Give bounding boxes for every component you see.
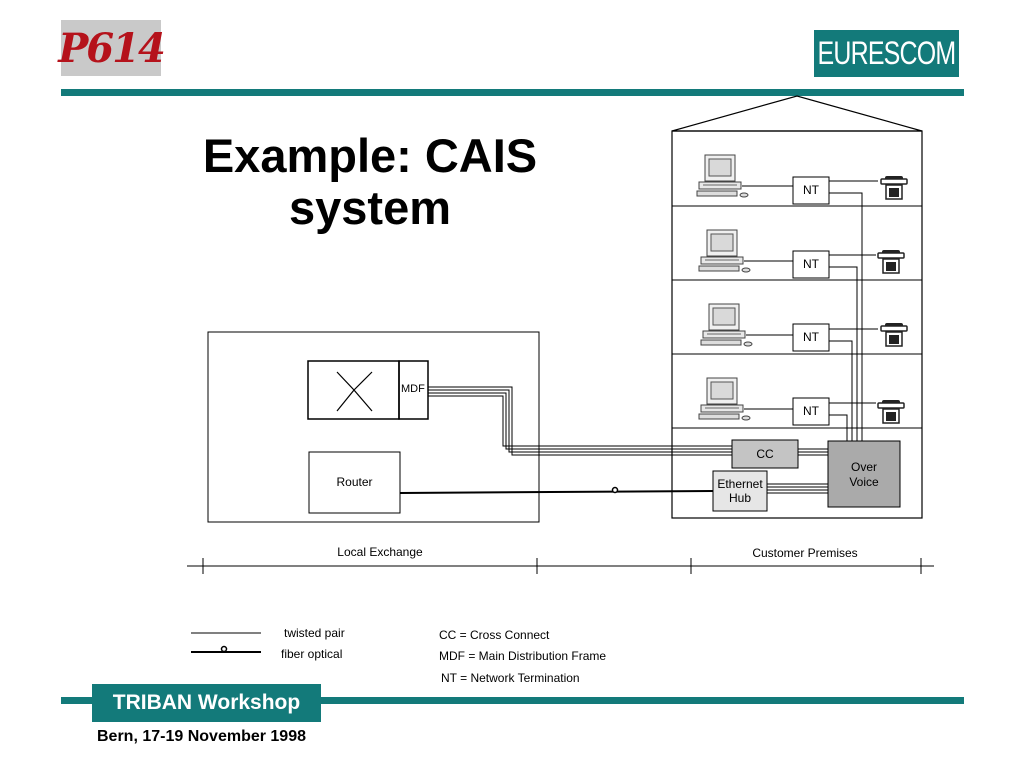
over-voice-label: Over Voice — [828, 460, 900, 490]
hub-label-line1: Ethernet — [717, 477, 763, 491]
legend-mdf-definition: MDF = Main Distribution Frame — [439, 649, 607, 663]
router-label: Router — [336, 475, 373, 489]
customer-premises-label: Customer Premises — [752, 546, 858, 560]
switch-cross — [336, 371, 373, 412]
p614-logo: P614 — [58, 20, 166, 76]
local-exchange-label: Local Exchange — [337, 545, 423, 559]
phone-icon — [877, 249, 905, 274]
computer-icon — [700, 303, 753, 347]
header-divider — [61, 89, 964, 96]
computer-icon — [698, 377, 751, 421]
ov-label-line1: Over — [850, 460, 877, 474]
legend-cc-definition: CC = Cross Connect — [439, 628, 550, 642]
legend-fiber-optical: fiber optical — [281, 647, 343, 661]
eurescom-logo: EURESCOM — [814, 30, 959, 77]
slide-title: Example: CAIS system — [170, 130, 570, 234]
legend-nt-definition: NT = Network Termination — [441, 671, 580, 685]
fiber-link — [399, 490, 714, 494]
router-box — [308, 451, 401, 514]
fiber-marker — [611, 486, 619, 494]
house-roof — [671, 95, 923, 132]
computer-icon — [696, 154, 749, 198]
house-body — [671, 130, 923, 519]
hub-label-line2: Hub — [728, 491, 751, 505]
nt-box — [792, 250, 830, 279]
legend-twisted-pair: twisted pair — [284, 626, 345, 640]
mdf-label: MDF — [401, 383, 425, 395]
phone-icon — [877, 399, 905, 424]
computer-icon — [698, 229, 751, 273]
over-voice-box — [827, 440, 901, 508]
ethernet-hub-label: Ethernet Hub — [713, 477, 767, 505]
nt-label: NT — [803, 183, 819, 197]
footer-date: Bern, 17-19 November 1998 — [97, 728, 306, 745]
slide-title-line1: Example: CAIS — [202, 129, 538, 182]
local-exchange-box — [207, 331, 540, 523]
phone-icon — [880, 322, 908, 347]
cc-box — [731, 439, 799, 469]
nt-label: NT — [803, 330, 819, 344]
footer-divider — [61, 697, 964, 704]
ov-label-line2: Voice — [849, 475, 879, 489]
cc-label: CC — [756, 447, 774, 461]
nt-label: NT — [803, 257, 819, 271]
nt-box — [792, 176, 830, 205]
nt-box — [792, 397, 830, 426]
phone-icon — [880, 175, 908, 200]
workshop-badge: TRIBAN Workshop — [92, 684, 321, 722]
slide-title-line2: system — [289, 181, 451, 234]
nt-label: NT — [803, 404, 819, 418]
eurescom-logo-text: EURESCOM — [817, 35, 957, 71]
legend-fiber-marker — [220, 645, 228, 653]
nt-box — [792, 323, 830, 352]
